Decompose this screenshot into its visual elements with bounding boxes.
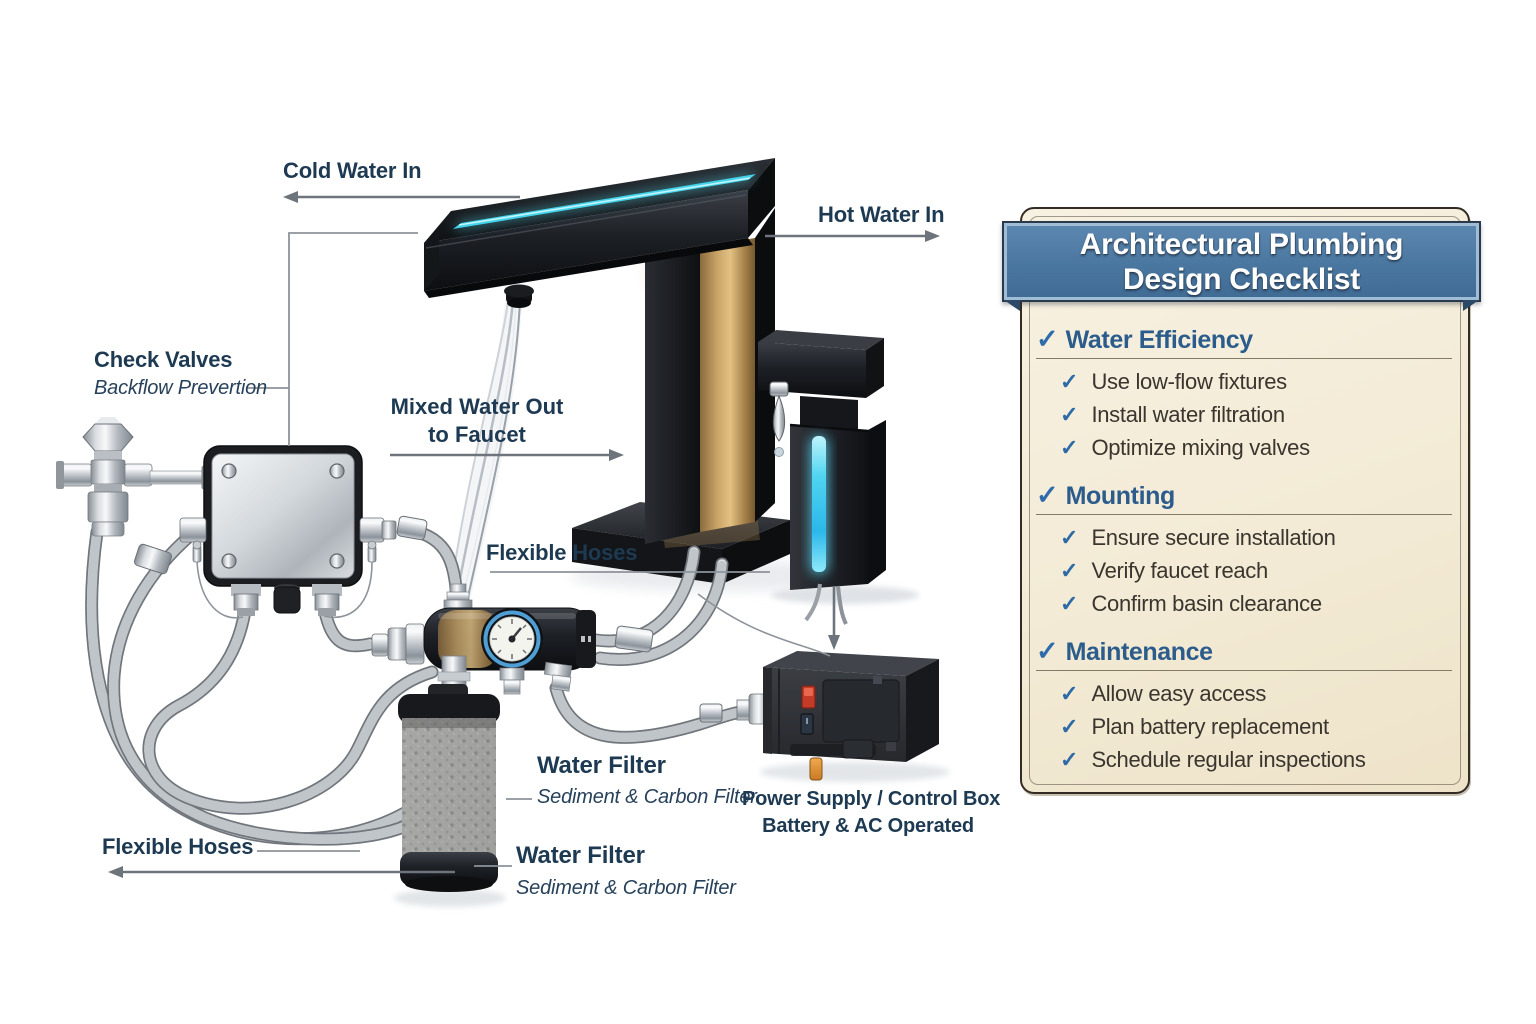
checklist-item-label: Install water filtration (1091, 402, 1285, 427)
shutoff-valve (56, 417, 216, 537)
section-title: Mounting (1065, 482, 1176, 510)
sensor-cable (697, 593, 831, 657)
label-flexible-hoses-bottom: Flexible Hoses (102, 834, 254, 859)
checklist-title-banner: Architectural Plumbing Design Checklist (1002, 221, 1481, 302)
faucet-led-strip (453, 174, 756, 229)
label-cold-water-in: Cold Water In (283, 158, 422, 183)
checklist-item: ✓ Use low-flow fixtures (1060, 369, 1452, 394)
dispenser-led-strip (810, 436, 828, 574)
check-icon: ✓ (1060, 402, 1079, 427)
section-mounting: ✓ Mounting ✓ Ensure secure installation … (1036, 480, 1452, 616)
check-icon: ✓ (1060, 714, 1079, 739)
label-mixed-water-line1: Mixed Water Out (390, 394, 564, 419)
section-water-efficiency: ✓ Water Efficiency ✓ Use low-flow fixtur… (1036, 324, 1452, 460)
checklist-item: ✓ Optimize mixing valves (1060, 435, 1452, 460)
check-icon: ✓ (1036, 324, 1059, 354)
battery-peg (809, 757, 823, 781)
mixed-water-arrow (390, 449, 624, 461)
section-divider (1036, 670, 1452, 671)
check-icon: ✓ (1036, 636, 1059, 666)
check-icon: ✓ (1060, 558, 1079, 583)
section-divider (1036, 358, 1452, 359)
checklist-item: ✓ Ensure secure installation (1060, 525, 1452, 550)
checklist-item: ✓ Schedule regular inspections (1060, 747, 1452, 772)
faucet-nozzle (504, 284, 534, 308)
label-water-filter-upper-sub: Sediment & Carbon Filter (537, 786, 757, 808)
label-water-filter-lower: Water Filter (516, 842, 645, 869)
label-power-supply-line1: Power Supply / Control Box (742, 788, 1001, 810)
check-icon: ✓ (1036, 480, 1059, 510)
section-maintenance: ✓ Maintenance ✓ Allow easy access ✓ Plan… (1036, 636, 1452, 772)
soap-dispenser (758, 330, 886, 625)
cold-water-arrow (283, 191, 520, 203)
water-filter-cartridge (398, 655, 500, 892)
power-control-box (736, 651, 939, 781)
check-icon: ✓ (1060, 435, 1079, 460)
checklist-item: ✓ Allow easy access (1060, 681, 1452, 706)
hose-couplings (133, 515, 723, 723)
section-divider (1036, 514, 1452, 515)
checklist-panel (1020, 207, 1470, 794)
mixing-valve (371, 583, 596, 695)
checklist-item-label: Allow easy access (1091, 681, 1267, 706)
power-switch-red (801, 685, 816, 709)
label-power-supply: Power Supply / Control Box Battery & AC … (742, 786, 1001, 840)
label-check-valves: Check Valves (94, 347, 233, 372)
check-icon: ✓ (1060, 591, 1079, 616)
check-icon: ✓ (1060, 747, 1079, 772)
checklist-item-label: Optimize mixing valves (1091, 435, 1310, 460)
label-water-filter-upper: Water Filter (537, 752, 666, 779)
label-power-supply-line2: Battery & AC Operated (762, 815, 974, 837)
dispenser-to-box-arrow (828, 586, 840, 650)
checklist-item-label: Verify faucet reach (1091, 558, 1268, 583)
check-icon: ✓ (1060, 525, 1079, 550)
checklist-item-label: Ensure secure installation (1091, 525, 1336, 550)
check-icon: ✓ (1060, 681, 1079, 706)
soap-droplet (774, 447, 784, 457)
checklist-item-label: Schedule regular inspections (1091, 747, 1366, 772)
checklist-item: ✓ Plan battery replacement (1060, 714, 1452, 739)
label-mixed-water-out: Mixed Water Out to Faucet (358, 393, 596, 449)
checklist-item-label: Confirm basin clearance (1091, 591, 1322, 616)
checklist-title-line1: Architectural Plumbing (1079, 227, 1404, 261)
box-screws (221, 463, 345, 569)
label-water-filter-lower-sub: Sediment & Carbon Filter (516, 877, 736, 899)
leader-lines-and-arrows (108, 191, 940, 878)
check-icon: ✓ (1060, 369, 1079, 394)
manifold-bottom-ports (499, 661, 573, 695)
label-hot-water-in: Hot Water In (818, 202, 945, 227)
flexible-hoses-arrow (108, 866, 455, 878)
checklist-item: ✓ Install water filtration (1060, 402, 1452, 427)
checklist-item-label: Use low-flow fixtures (1091, 369, 1287, 394)
hot-water-arrow (765, 230, 940, 242)
label-flexible-hoses-mid: Flexible Hoses (486, 540, 638, 565)
check-valve-box (179, 445, 397, 619)
box-bottom-fittings (231, 584, 342, 616)
checklist-item: ✓ Confirm basin clearance (1060, 591, 1452, 616)
label-backflow-prevention: Backflow Prevertion (94, 377, 267, 399)
pressure-gauge (481, 608, 543, 670)
checklist-sections: ✓ Water Efficiency ✓ Use low-flow fixtur… (1036, 324, 1452, 792)
checklist-item: ✓ Verify faucet reach (1060, 558, 1452, 583)
braided-hoses (92, 515, 748, 839)
mode-switch-blue (800, 713, 814, 735)
label-mixed-water-line2: to Faucet (428, 422, 526, 447)
section-title: Water Efficiency (1065, 326, 1254, 354)
checklist-title-line2: Design Checklist (1123, 262, 1360, 296)
checklist-item-label: Plan battery replacement (1091, 714, 1329, 739)
section-title: Maintenance (1065, 638, 1213, 666)
